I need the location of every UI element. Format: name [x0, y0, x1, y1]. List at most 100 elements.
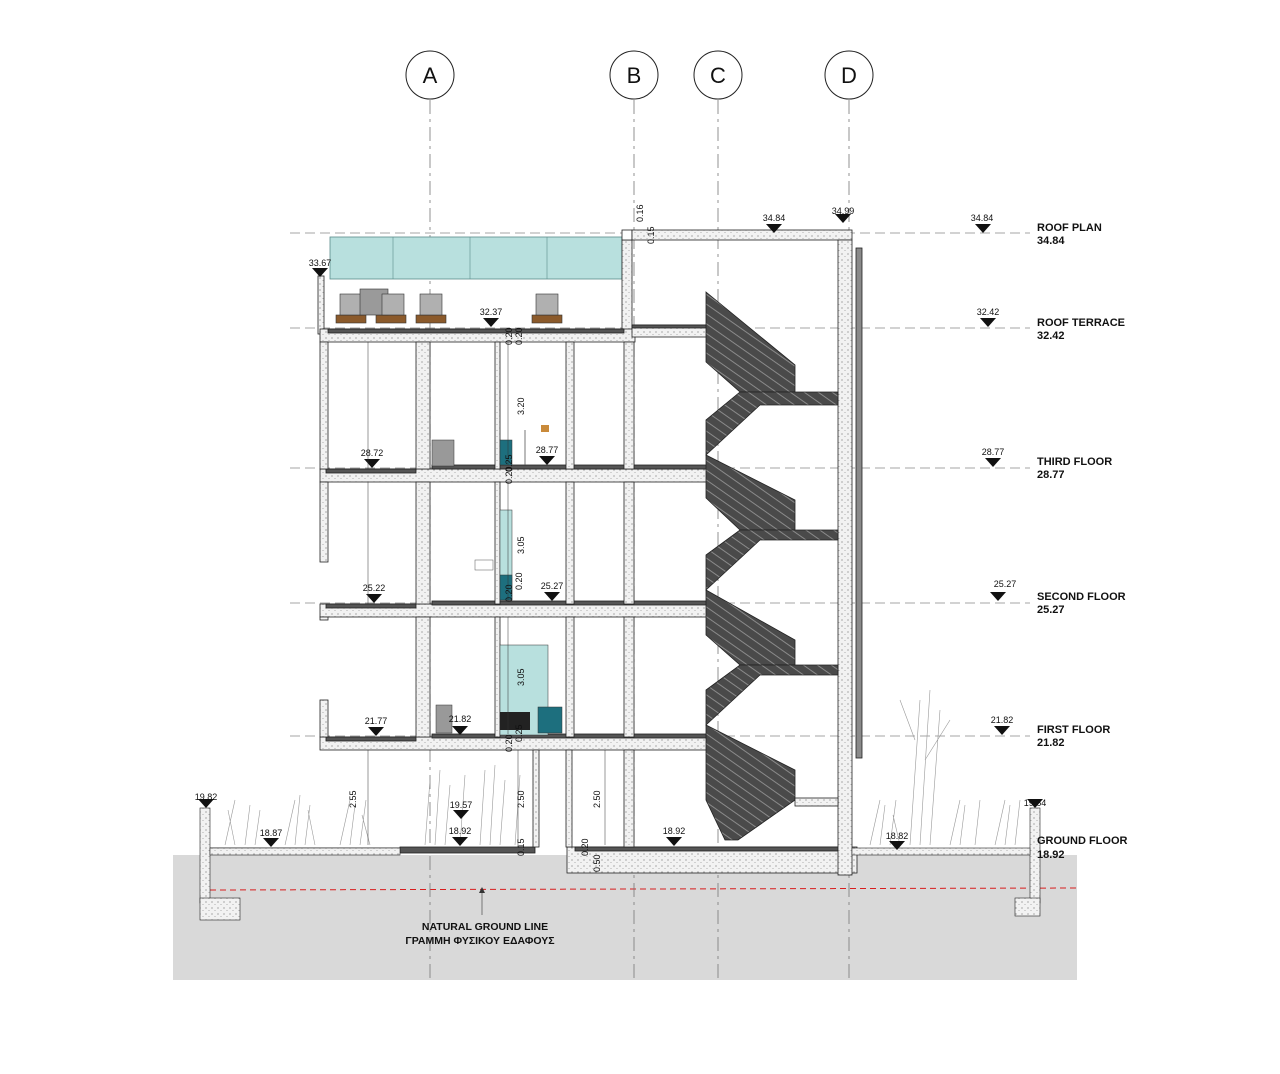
- svg-text:ROOF PLAN: ROOF PLAN: [1037, 222, 1102, 234]
- grid-bubble-b: B: [609, 50, 659, 100]
- spot-garden-left: 18.87: [260, 828, 283, 847]
- svg-text:19.57: 19.57: [450, 800, 473, 810]
- spot-courtyard-top: 19.57: [450, 800, 473, 819]
- roof-glass-canopy: [329, 236, 623, 280]
- spot-first-left: 21.77: [365, 716, 388, 736]
- stair-flights: [705, 291, 839, 841]
- level-roof-plan: 34.84 ROOF PLAN 34.84: [971, 213, 1102, 247]
- svg-text:25.27: 25.27: [994, 579, 1017, 589]
- svg-text:3.20: 3.20: [516, 397, 526, 415]
- svg-text:THIRD FLOOR: THIRD FLOOR: [1037, 456, 1112, 468]
- svg-text:21.82: 21.82: [991, 715, 1014, 725]
- svg-text:25.27: 25.27: [541, 581, 564, 591]
- svg-text:21.82: 21.82: [449, 714, 472, 724]
- svg-text:28.72: 28.72: [361, 448, 384, 458]
- svg-text:3.05: 3.05: [516, 536, 526, 554]
- svg-text:34.84: 34.84: [971, 213, 994, 223]
- landscape: [199, 689, 1041, 921]
- svg-text:A: A: [423, 63, 438, 88]
- spot-terrace: 32.37: [480, 307, 503, 327]
- svg-text:18.82: 18.82: [886, 831, 909, 841]
- svg-text:0.20: 0.20: [514, 572, 524, 590]
- svg-text:D: D: [841, 63, 857, 88]
- svg-text:0.15: 0.15: [516, 838, 526, 856]
- terrace-wall: [621, 239, 633, 331]
- spot-third-left: 28.72: [361, 448, 384, 468]
- earth-mass: [173, 855, 1077, 980]
- svg-text:C: C: [710, 63, 726, 88]
- svg-text:0.16: 0.16: [635, 204, 645, 222]
- svg-text:0.20: 0.20: [514, 327, 524, 345]
- svg-text:0.25: 0.25: [514, 724, 524, 742]
- svg-text:18.87: 18.87: [260, 828, 283, 838]
- spot-third-mid: 28.77: [536, 445, 559, 465]
- svg-text:32.42: 32.42: [1037, 330, 1065, 342]
- level-markers: 34.84 ROOF PLAN 34.84 32.42 ROOF TERRACE…: [971, 213, 1128, 861]
- interior-fixtures: [431, 425, 563, 736]
- svg-text:19.64: 19.64: [1024, 798, 1047, 808]
- svg-text:33.67: 33.67: [309, 258, 332, 268]
- svg-text:0.20: 0.20: [504, 734, 514, 752]
- spot-first-mid: 21.82: [449, 714, 472, 735]
- svg-text:25.27: 25.27: [1037, 604, 1065, 616]
- spot-roof-d: 34.99: [832, 206, 854, 223]
- svg-text:2.55: 2.55: [348, 790, 358, 808]
- svg-text:3.05: 3.05: [516, 668, 526, 686]
- level-second-floor: 25.27 SECOND FLOOR 25.27: [990, 579, 1126, 616]
- spot-right-ground: 18.82: [886, 831, 909, 850]
- spot-garden-left-top: 19.82: [195, 792, 218, 808]
- svg-text:2.50: 2.50: [592, 790, 602, 808]
- spot-courtyard: 18.92: [449, 826, 472, 846]
- svg-text:32.37: 32.37: [480, 307, 503, 317]
- svg-text:0.50: 0.50: [592, 854, 602, 872]
- spot-roof-c: 34.84: [763, 213, 786, 233]
- svg-text:SECOND FLOOR: SECOND FLOOR: [1037, 591, 1126, 603]
- dimension-texts: 0.16 0.15 0.20 0.20 3.20 0.25 0.20 3.05 …: [348, 204, 656, 872]
- svg-text:18.92: 18.92: [663, 826, 686, 836]
- svg-text:0.20: 0.20: [580, 838, 590, 856]
- dimension-lines: [367, 342, 606, 845]
- level-ground-floor: GROUND FLOOR 18.92: [1037, 835, 1127, 861]
- svg-text:GROUND FLOOR: GROUND FLOOR: [1037, 835, 1127, 847]
- svg-text:0.25: 0.25: [504, 454, 514, 472]
- level-first-floor: 21.82 FIRST FLOOR 21.82: [991, 715, 1111, 749]
- svg-text:NATURAL GROUND LINE: NATURAL GROUND LINE: [422, 921, 548, 933]
- svg-text:0.20: 0.20: [504, 584, 514, 602]
- svg-text:34.84: 34.84: [1037, 235, 1065, 247]
- svg-text:25.22: 25.22: [363, 583, 386, 593]
- spot-right-wall-top: 19.64: [1024, 798, 1047, 808]
- svg-text:0.20: 0.20: [504, 466, 514, 484]
- svg-text:34.84: 34.84: [763, 213, 786, 223]
- svg-text:21.77: 21.77: [365, 716, 388, 726]
- svg-text:2.50: 2.50: [516, 790, 526, 808]
- svg-text:21.82: 21.82: [1037, 737, 1065, 749]
- svg-text:18.92: 18.92: [449, 826, 472, 836]
- svg-text:ROOF TERRACE: ROOF TERRACE: [1037, 317, 1125, 329]
- svg-text:0.20: 0.20: [504, 327, 514, 345]
- svg-text:0.15: 0.15: [646, 226, 656, 244]
- svg-text:28.77: 28.77: [536, 445, 559, 455]
- svg-text:28.77: 28.77: [982, 447, 1005, 457]
- svg-text:28.77: 28.77: [1037, 469, 1065, 481]
- grid-bubble-c: C: [693, 50, 743, 100]
- svg-text:ΓΡΑΜΜΗ ΦΥΣΙΚΟΥ ΕΔΑΦΟΥΣ: ΓΡΑΜΜΗ ΦΥΣΙΚΟΥ ΕΔΑΦΟΥΣ: [405, 935, 554, 947]
- spot-stair-ground: 18.92: [663, 826, 686, 846]
- spot-elevations: 34.84 34.99 33.67 32.37 28.72 28.77 25.2…: [195, 206, 1047, 850]
- parapet-left: [317, 275, 325, 335]
- spot-second-mid: 25.27: [541, 581, 564, 601]
- svg-text:32.42: 32.42: [977, 307, 1000, 317]
- level-third-floor: 28.77 THIRD FLOOR 28.77: [982, 447, 1112, 481]
- svg-text:B: B: [627, 63, 642, 88]
- svg-text:19.82: 19.82: [195, 792, 218, 802]
- terrace-furniture: [335, 288, 563, 324]
- floor-slabs: [319, 324, 858, 874]
- ground-line-annotation: NATURAL GROUND LINE ΓΡΑΜΜΗ ΦΥΣΙΚΟΥ ΕΔΑΦΟ…: [405, 887, 555, 947]
- svg-text:18.92: 18.92: [1037, 849, 1065, 861]
- roof-slab: [631, 229, 853, 241]
- svg-text:FIRST FLOOR: FIRST FLOOR: [1037, 724, 1110, 736]
- spot-second-left: 25.22: [363, 583, 386, 603]
- grid-bubble-a: A: [405, 50, 455, 100]
- walls-and-columns: [319, 239, 863, 876]
- spot-parapet: 33.67: [309, 258, 332, 277]
